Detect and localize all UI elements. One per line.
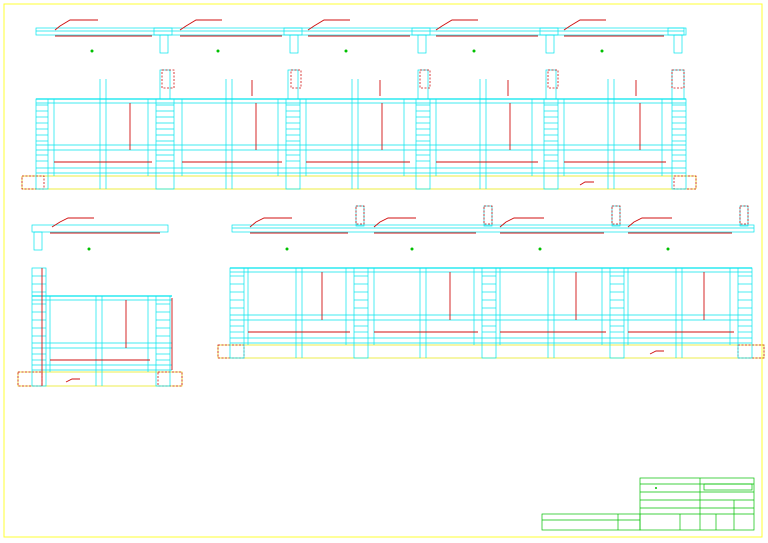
upper-column-6 xyxy=(671,69,687,190)
lower-right-frame xyxy=(217,267,765,359)
lower-beam-segment-1 xyxy=(249,205,365,251)
upper-beam-segment-5 xyxy=(563,19,687,54)
lower-left-beam-plan xyxy=(31,217,169,251)
upper-column-4 xyxy=(415,69,431,190)
upper-frame-elevation xyxy=(21,69,697,190)
upper-beam-segment-2 xyxy=(179,19,303,54)
lower-column-5 xyxy=(737,267,753,359)
lower-column-3 xyxy=(481,267,497,359)
lower-beam-segment-3 xyxy=(499,205,621,251)
upper-bay-details xyxy=(53,79,666,189)
upper-beam-segment-4 xyxy=(435,19,559,54)
upper-column-3 xyxy=(285,69,302,190)
lower-bay-details xyxy=(247,268,734,358)
upper-column-1 xyxy=(35,98,49,190)
lower-beam-segment-4 xyxy=(627,205,749,251)
upper-column-5 xyxy=(543,69,559,190)
upper-elevation xyxy=(21,19,697,190)
lower-right-elevation xyxy=(217,205,765,359)
upper-beam-plan xyxy=(35,19,687,54)
upper-column-2 xyxy=(155,69,175,190)
lower-column-2 xyxy=(353,267,369,359)
lower-right-beam-plan xyxy=(231,205,755,251)
lower-left-frame xyxy=(17,267,183,387)
lower-left-elevation xyxy=(17,217,183,387)
sheet-border xyxy=(3,3,763,538)
upper-beam-segment-3 xyxy=(307,19,431,54)
upper-beam-segment-1 xyxy=(54,19,173,54)
lower-column-4 xyxy=(609,267,625,359)
lower-column-1 xyxy=(229,267,245,359)
lower-beam-segment-2 xyxy=(373,205,493,251)
title-block xyxy=(541,477,755,531)
